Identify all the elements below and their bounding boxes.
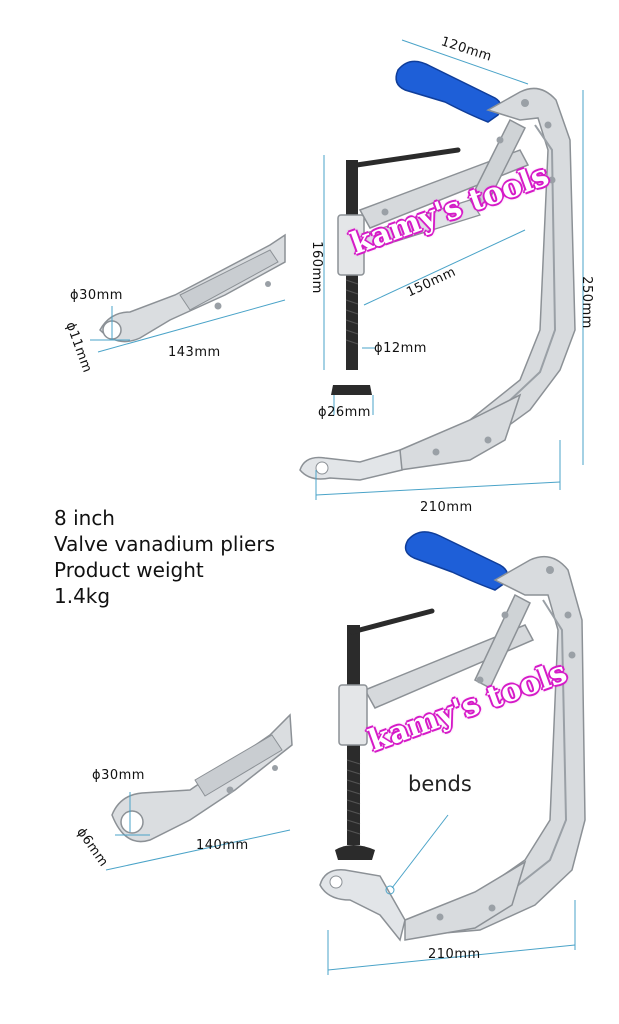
spec-weight-label: Product weight (54, 558, 204, 582)
dim-base-width-bottom: 210mm (428, 947, 481, 962)
dim-base-width-top: 210mm (420, 500, 473, 515)
bottom-dimension-lines (105, 792, 576, 975)
bottom-tool (319, 531, 586, 942)
grip-icon (395, 60, 502, 123)
grip-icon (404, 531, 509, 591)
top-dimension-lines (90, 39, 584, 500)
tip-outer-bottom: ϕ30mm (92, 768, 145, 783)
dim-pad-dia: ϕ26mm (318, 405, 371, 420)
dim-height: 250mm (578, 276, 594, 329)
dim-screw-dia: ϕ12mm (374, 341, 427, 356)
tip-length-top: 143mm (168, 345, 221, 360)
top-tool (299, 60, 576, 481)
tip-length-bottom: 140mm (196, 838, 249, 853)
tip-outer-top: ϕ30mm (70, 288, 123, 303)
dim-screw-height: 160mm (308, 241, 324, 294)
bottom-tip-detail (111, 713, 293, 843)
spec-weight: 1.4kg (54, 584, 111, 608)
spec-size: 8 inch (54, 506, 115, 530)
spec-name: Valve vanadium pliers (54, 532, 275, 556)
bends-note: bends (408, 772, 472, 796)
